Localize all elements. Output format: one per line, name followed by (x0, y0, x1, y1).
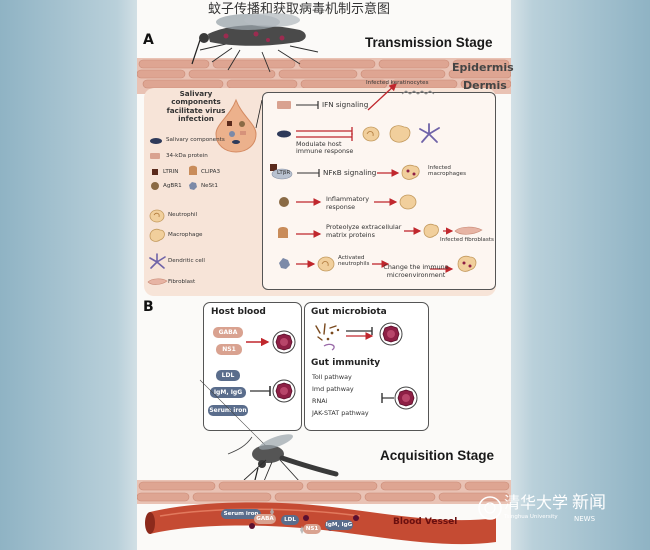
change-immune-label: Change the immune microenvironment (383, 263, 449, 279)
ns1-pill: NS1 (216, 344, 242, 355)
tsinghua-name: 清华大学 (504, 493, 569, 512)
gaba-pill: GABA (213, 327, 243, 338)
legend-agbr1: AgBR1 (163, 183, 182, 189)
news-label: 新闻 (572, 493, 606, 513)
vessel-igm: IgM, IgG (325, 520, 353, 530)
acquisition-stage-label: Acquisition Stage (380, 448, 495, 463)
rnai-pathway: RNAi (312, 397, 328, 405)
inflammatory-response-label: Inflammatory response (326, 195, 370, 211)
gut-immunity-title: Gut immunity (311, 358, 381, 368)
legend-fibroblast: Fibroblast (168, 279, 196, 285)
transmission-stage-label: Transmission Stage (365, 35, 493, 50)
panel-b-letter: B (143, 299, 154, 315)
imd-pathway: Imd pathway (312, 385, 354, 393)
infected-keratinocytes-label: Infected keratinocytes (366, 80, 429, 86)
dermis-label: Dermis (463, 79, 507, 92)
figure-title: 蚊子传播和获取病毒机制示意图 (208, 2, 391, 17)
gut-microbiota-title: Gut microbiota (311, 307, 387, 317)
blood-vessel-label: Blood Vessel (393, 517, 458, 527)
bottom-skin-layer (137, 480, 511, 504)
mechanism-box (262, 92, 496, 290)
ldl-pill: LDL (216, 370, 240, 381)
toll-pathway: Toll pathway (312, 373, 352, 381)
igm-pill: IgM, IgG (210, 387, 246, 398)
legend-neutrophil: Neutrophil (168, 212, 198, 218)
vessel-serum-iron: Serum iron (221, 509, 261, 519)
ifn-signaling-label: IFN signaling (322, 100, 369, 109)
news-label-en: NEWS (574, 515, 596, 523)
tsinghua-seal-icon (478, 496, 502, 520)
legend-ltrin: LTRIN (163, 169, 179, 175)
activated-neutrophils-label: Activated neutrophils (338, 255, 370, 268)
legend-dendritic: Dendritic cell (168, 258, 205, 264)
legend-macrophage: Macrophage (168, 232, 203, 238)
epidermis-label: Epidermis (452, 61, 514, 74)
legend-34kda: 34-kDa protein (166, 153, 208, 159)
vessel-gaba: GABA (254, 514, 276, 524)
ltbr-label: LTβR (277, 170, 291, 176)
tsinghua-name-en: Tsinghua University (504, 514, 558, 520)
infected-fibroblasts-label: Infected fibroblasts (440, 237, 494, 243)
nfkb-signaling-label: NFκB signaling (323, 168, 377, 177)
legend-nest1: NeSt1 (201, 183, 218, 189)
proteolyze-label: Proteolyze extracellular matrix proteins (326, 223, 402, 239)
vessel-ldl: LDL (281, 515, 299, 525)
modulate-immune-label: Modulate host immune response (296, 140, 354, 156)
legend-clipa3: CLIPA3 (201, 169, 221, 175)
host-blood-title: Host blood (211, 307, 266, 317)
panel-a-letter: A (143, 32, 154, 48)
legend-salivary: Salivary components (166, 137, 225, 143)
serum-iron-pill: Serum iron (208, 405, 248, 416)
vessel-ns1: NS1 (303, 524, 321, 534)
jak-stat-pathway: JAK-STAT pathway (312, 409, 369, 417)
infected-macrophages-label: Infected macrophages (428, 165, 466, 178)
salivary-note: Salivary components facilitate virus inf… (166, 89, 226, 123)
